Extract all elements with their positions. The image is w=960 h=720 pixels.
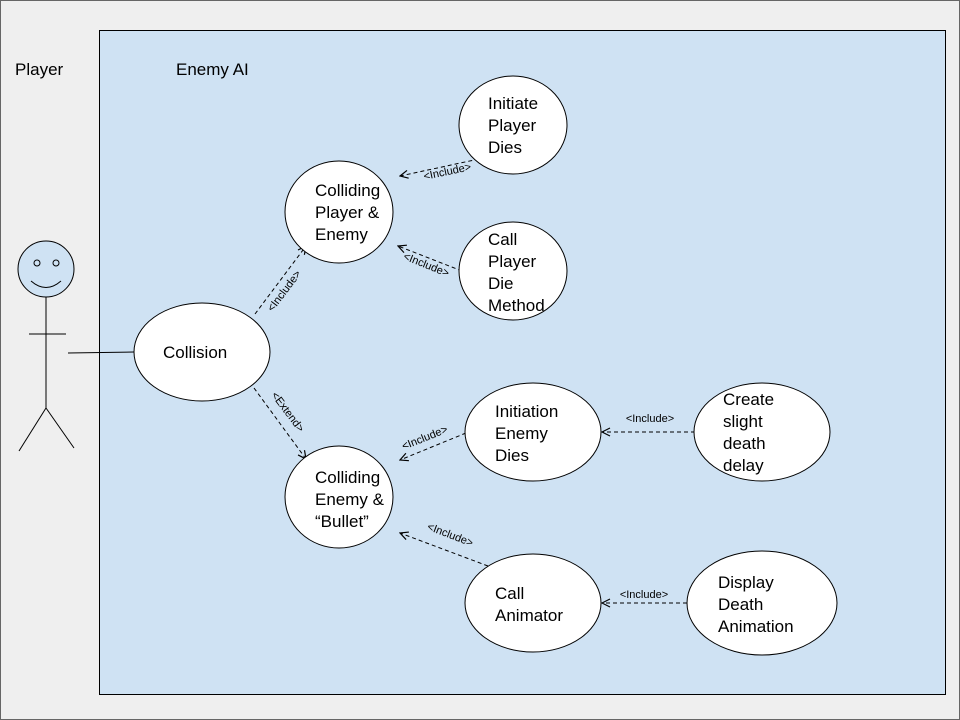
- use-case-label-line: Player: [488, 252, 537, 271]
- actor-right-eye: [52, 259, 60, 267]
- include-label: <Include>: [626, 413, 674, 425]
- use-case-label-line: “Bullet”: [315, 512, 369, 531]
- association-line: [67, 351, 135, 354]
- use-case-label-line: death: [723, 434, 766, 453]
- actor-smile: [30, 280, 62, 288]
- stick-figure-actor: [17, 240, 75, 452]
- use-case-label-line: Player &: [315, 203, 380, 222]
- use-case-label-line: Collision: [163, 343, 227, 362]
- use-case-label-line: Initiation: [495, 402, 558, 421]
- use-case-label-line: Call: [488, 230, 517, 249]
- use-case-label-line: Enemy &: [315, 490, 385, 509]
- use-case-label-line: Dies: [488, 138, 522, 157]
- include-edge-display-death-animation: <Include>: [602, 589, 687, 603]
- include-edge-create-slight-death-delay: <Include>: [602, 413, 695, 432]
- use-case-label-line: Player: [488, 116, 537, 135]
- use-case-label-line: Display: [718, 573, 774, 592]
- use-case-label-line: Create: [723, 390, 774, 409]
- use-case-label-line: Call: [495, 584, 524, 603]
- use-case-label-line: Die: [488, 274, 514, 293]
- use-case-label-line: Death: [718, 595, 763, 614]
- use-case-label-line: Enemy: [495, 424, 548, 443]
- actor-right-leg: [45, 407, 75, 449]
- svg-text:Collision: Collision: [163, 343, 227, 362]
- use-case-collision: Collision: [133, 302, 271, 402]
- actor-head: [17, 240, 75, 298]
- use-case-label-line: Dies: [495, 446, 529, 465]
- use-case-label-line: Animator: [495, 606, 563, 625]
- include-label: <Include>: [620, 589, 668, 601]
- use-case-create-slight-death-delay: Create slight death delay: [693, 382, 831, 482]
- system-label: Enemy AI: [176, 60, 249, 79]
- actor-left-eye: [33, 259, 41, 267]
- actor-label: Player: [15, 60, 64, 79]
- use-case-label-line: Animation: [718, 617, 794, 636]
- use-case-label-line: slight: [723, 412, 763, 431]
- use-case-label-line: Colliding: [315, 181, 380, 200]
- use-case-label-line: Initiate: [488, 94, 538, 113]
- use-case-label-line: Colliding: [315, 468, 380, 487]
- use-case-label-line: Enemy: [315, 225, 368, 244]
- use-case-label-line: Method: [488, 296, 545, 315]
- actor-left-leg: [18, 407, 47, 452]
- use-case-label-line: delay: [723, 456, 764, 475]
